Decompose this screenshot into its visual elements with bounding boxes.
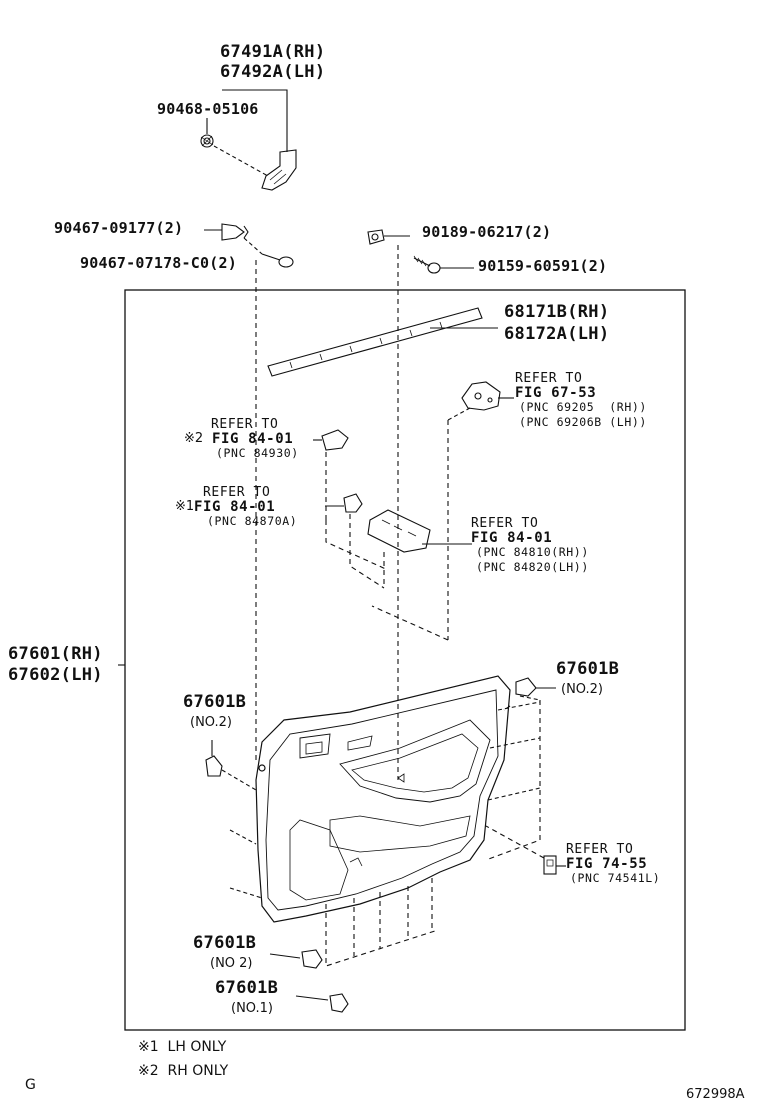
clip-bottom-no: (NO 2) [210, 956, 253, 971]
cover-74541l-part [543, 855, 557, 875]
trim-rh-label: 67491A(RH) [220, 42, 326, 62]
ref-8401b-line2: FIG 84-01 [194, 499, 276, 515]
ref-8401b-line3: (PNC 84870A) [207, 514, 298, 528]
clip-90468-label: 90468-05106 [157, 100, 259, 118]
ref-8401a-line1: REFER TO [211, 417, 279, 432]
clip-90467a-label: 90467-09177(2) [54, 219, 184, 237]
trim-lh-label: 67492A(LH) [220, 62, 326, 82]
note-lh-only: ※1 LH ONLY [138, 1039, 227, 1055]
clip-bottom-label: 67601B [193, 933, 257, 953]
panel-rh-label: 67601(RH) [8, 644, 103, 664]
clip-90189-part [367, 229, 385, 245]
ref-8401c-line4: (PNC 84820(LH)) [476, 560, 589, 574]
door-trim-panel [255, 675, 511, 923]
clip-67601b-bottom-part [269, 949, 323, 969]
screw-90467b-label: 90467-07178-C0(2) [80, 254, 237, 272]
switch-84870a-part [325, 493, 363, 513]
upper-trim-piece [261, 149, 297, 191]
ref-8401a-mark: ※2 [184, 431, 204, 446]
screw-90159-label: 90159-60591(2) [478, 257, 608, 275]
ref-6753-line1: REFER TO [515, 371, 583, 386]
ref-6753-line4: (PNC 69206B (LH)) [519, 415, 647, 429]
assembly-frame [124, 289, 686, 1031]
clip-right-no: (NO.2) [561, 682, 603, 697]
ref-8401c-line3: (PNC 84810(RH)) [476, 545, 589, 559]
clip-90467a-part [221, 223, 249, 241]
weatherstrip-rh-label: 68171B(RH) [504, 302, 610, 322]
ref-8401a-line2: FIG 84-01 [212, 431, 294, 447]
clip-67601b-right-part [515, 677, 556, 697]
figure-number: 672998A [686, 1087, 745, 1102]
ref-7455-line3: (PNC 74541L) [570, 871, 661, 885]
clip-left-label: 67601B [183, 692, 247, 712]
clip-90189-label: 90189-06217(2) [422, 223, 552, 241]
ref-8401b-mark: ※1 [175, 499, 195, 514]
switch-84930-part [313, 429, 349, 451]
ref-7455-line1: REFER TO [566, 842, 634, 857]
ref-8401c-line2: FIG 84-01 [471, 530, 553, 546]
clip-no1-label: 67601B [215, 978, 279, 998]
clip-left-no: (NO.2) [190, 715, 232, 730]
weatherstrip-part [267, 307, 483, 377]
weatherstrip-lh-label: 68172A(LH) [504, 324, 610, 344]
clip-67601b-left-part [205, 740, 223, 777]
ref-6753-line2: FIG 67-53 [515, 385, 597, 401]
ref-7455-line2: FIG 74-55 [566, 856, 648, 872]
ref-6753-line3: (PNC 69205 (RH)) [519, 400, 647, 414]
clip-90468-part [200, 134, 214, 148]
ref-8401b-line1: REFER TO [203, 485, 271, 500]
note-rh-only: ※2 RH ONLY [138, 1063, 229, 1079]
power-window-switch-part [367, 509, 472, 553]
trim-leader [222, 89, 288, 152]
clip-67601b-no1-part [295, 993, 349, 1013]
ref-8401a-line3: (PNC 84930) [216, 446, 299, 460]
panel-lh-label: 67602(LH) [8, 665, 103, 685]
footer-letter: G [25, 1077, 36, 1093]
clip-right-label: 67601B [556, 659, 620, 679]
screw-90467b-part [261, 253, 294, 268]
hinge-bracket-part [461, 381, 514, 411]
clip-no1-no: (NO.1) [231, 1001, 273, 1016]
screw-90159-part [413, 255, 441, 274]
ref-8401c-line1: REFER TO [471, 516, 539, 531]
